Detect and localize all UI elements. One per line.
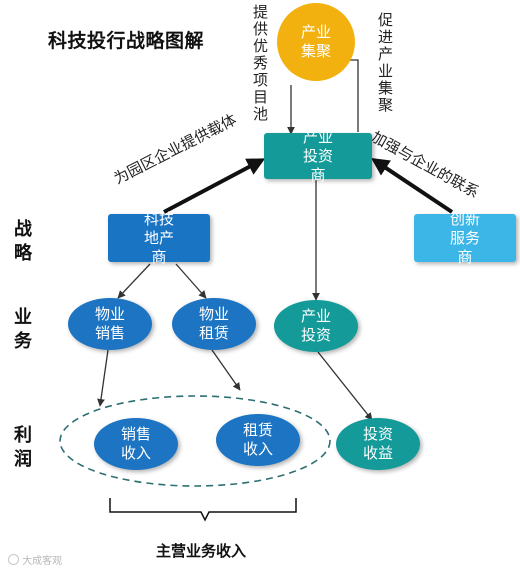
footer-brace bbox=[109, 498, 297, 522]
node-innovation-service: 创新服务商 bbox=[414, 210, 516, 266]
row-label-profit: 利润 bbox=[14, 425, 32, 470]
edge-developer-to-investor bbox=[163, 158, 266, 214]
label-promote-cluster: 促进产业集聚 bbox=[377, 11, 393, 114]
node-property-lease: 物业租赁 bbox=[172, 298, 256, 350]
node-sales-revenue: 销售收入 bbox=[94, 418, 178, 470]
edge-lease-to-profit bbox=[211, 349, 241, 391]
node-industry-cluster: 产业集聚 bbox=[277, 3, 355, 81]
watermark-logo-icon bbox=[8, 554, 19, 565]
node-industry-investor: 产业投资商 bbox=[264, 128, 372, 184]
edge-invest-to-return bbox=[317, 351, 373, 421]
page-title: 科技投行战略图解 bbox=[48, 30, 205, 52]
node-property-sales: 物业销售 bbox=[68, 298, 152, 350]
label-provide-pool: 提供优秀项目池 bbox=[252, 3, 268, 123]
edge-sales-to-profit bbox=[97, 349, 109, 407]
node-invest-return: 投资收益 bbox=[336, 418, 420, 470]
watermark: 大成客观 bbox=[8, 552, 62, 567]
main-revenue-group bbox=[59, 395, 331, 487]
node-lease-revenue: 租赁收入 bbox=[216, 414, 300, 466]
row-label-strategy: 战略 bbox=[14, 219, 32, 264]
edge-developer-to-sales bbox=[117, 263, 151, 299]
footer-main-revenue: 主营业务收入 bbox=[156, 542, 247, 560]
node-industry-invest: 产业投资 bbox=[274, 300, 358, 352]
row-label-business: 业务 bbox=[14, 307, 32, 352]
edge-developer-to-lease bbox=[175, 263, 207, 299]
node-tech-developer: 科技地产商 bbox=[108, 210, 210, 266]
edge-service-to-investor bbox=[371, 158, 454, 214]
